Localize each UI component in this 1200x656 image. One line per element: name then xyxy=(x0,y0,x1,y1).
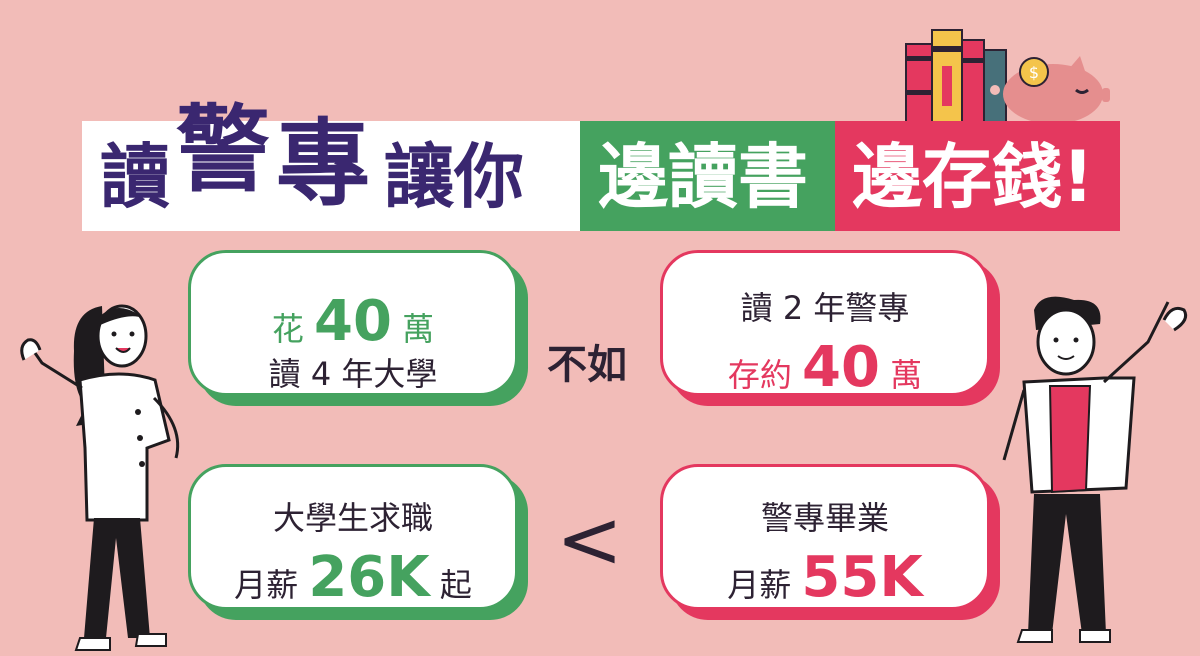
label-spend: 花 xyxy=(271,310,304,348)
label-save: 存約 xyxy=(727,356,792,394)
books-icon xyxy=(905,29,1007,125)
unit-wan: 萬 xyxy=(890,356,923,394)
card-university-cost-line2: 讀 4 年大學 xyxy=(268,355,438,393)
card-university-salary-line2: 月薪 26K 起 xyxy=(191,545,515,610)
card-police-savings-line2: 存約 40 萬 xyxy=(663,335,987,400)
svg-text:$: $ xyxy=(1029,63,1039,82)
title-banner-white xyxy=(82,121,580,231)
title-word-academy: 專 xyxy=(276,110,371,219)
card-university-cost-line1: 花 40 萬 xyxy=(191,289,515,354)
man-illustration xyxy=(1002,296,1188,643)
label-monthly-salary: 月薪 xyxy=(727,566,792,604)
card-police-savings-line1: 讀 2 年警專 xyxy=(740,289,910,327)
card-university-cost: 花 40 萬 讀 4 年大學 xyxy=(188,250,518,396)
title-banner-green xyxy=(580,121,835,231)
amount-26k: 26K xyxy=(308,545,430,610)
card-university-salary: 大學生求職 月薪 26K 起 xyxy=(188,464,518,610)
title-word-read: 讀 xyxy=(100,136,170,218)
card-police-salary: 警專畢業 月薪 55K xyxy=(660,464,990,610)
unit-wan: 萬 xyxy=(402,310,435,348)
piggy-bank-icon xyxy=(1003,56,1110,124)
woman-illustration xyxy=(20,304,180,651)
connector-not-as-good: 不如 xyxy=(547,342,627,388)
title-word-police: 警 xyxy=(176,96,271,205)
amount-55k: 55K xyxy=(801,545,923,610)
title-banner-red xyxy=(835,121,1120,231)
label-monthly-salary: 月薪 xyxy=(234,566,299,604)
connector-less-than: < xyxy=(556,493,624,586)
title-red-text: 邊存錢! xyxy=(852,136,1094,218)
card-police-salary-line2: 月薪 55K xyxy=(663,545,987,610)
title-word-let-you: 讓你 xyxy=(384,136,524,218)
card-police-savings: 讀 2 年警專 存約 40 萬 xyxy=(660,250,990,400)
card-university-salary-line1: 大學生求職 xyxy=(272,499,433,537)
label-starting: 起 xyxy=(439,566,472,604)
amount-40: 40 xyxy=(314,289,392,354)
title-green-text: 邊讀書 xyxy=(598,136,808,218)
coin-icon: $ xyxy=(1019,57,1049,87)
amount-40: 40 xyxy=(802,335,880,400)
card-police-salary-line1: 警專畢業 xyxy=(760,499,889,537)
